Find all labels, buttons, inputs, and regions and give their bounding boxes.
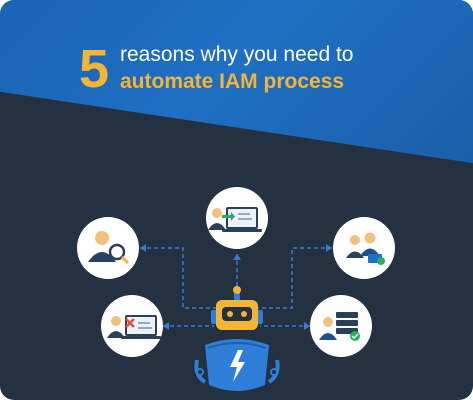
- automation-robot-icon: [194, 286, 280, 391]
- connector-arrows: [140, 244, 332, 330]
- title-line-1: reasons why you need to: [120, 43, 354, 66]
- access-removal-icon: [101, 295, 163, 357]
- team-badge-icon: [333, 217, 395, 279]
- title-number: 5: [79, 39, 110, 99]
- connector-lines: [140, 247, 332, 327]
- user-onboarding-icon: [206, 187, 268, 249]
- title-line-2: automate IAM process: [120, 70, 345, 93]
- server-check-icon: [310, 295, 372, 357]
- user-search-icon: [77, 217, 139, 279]
